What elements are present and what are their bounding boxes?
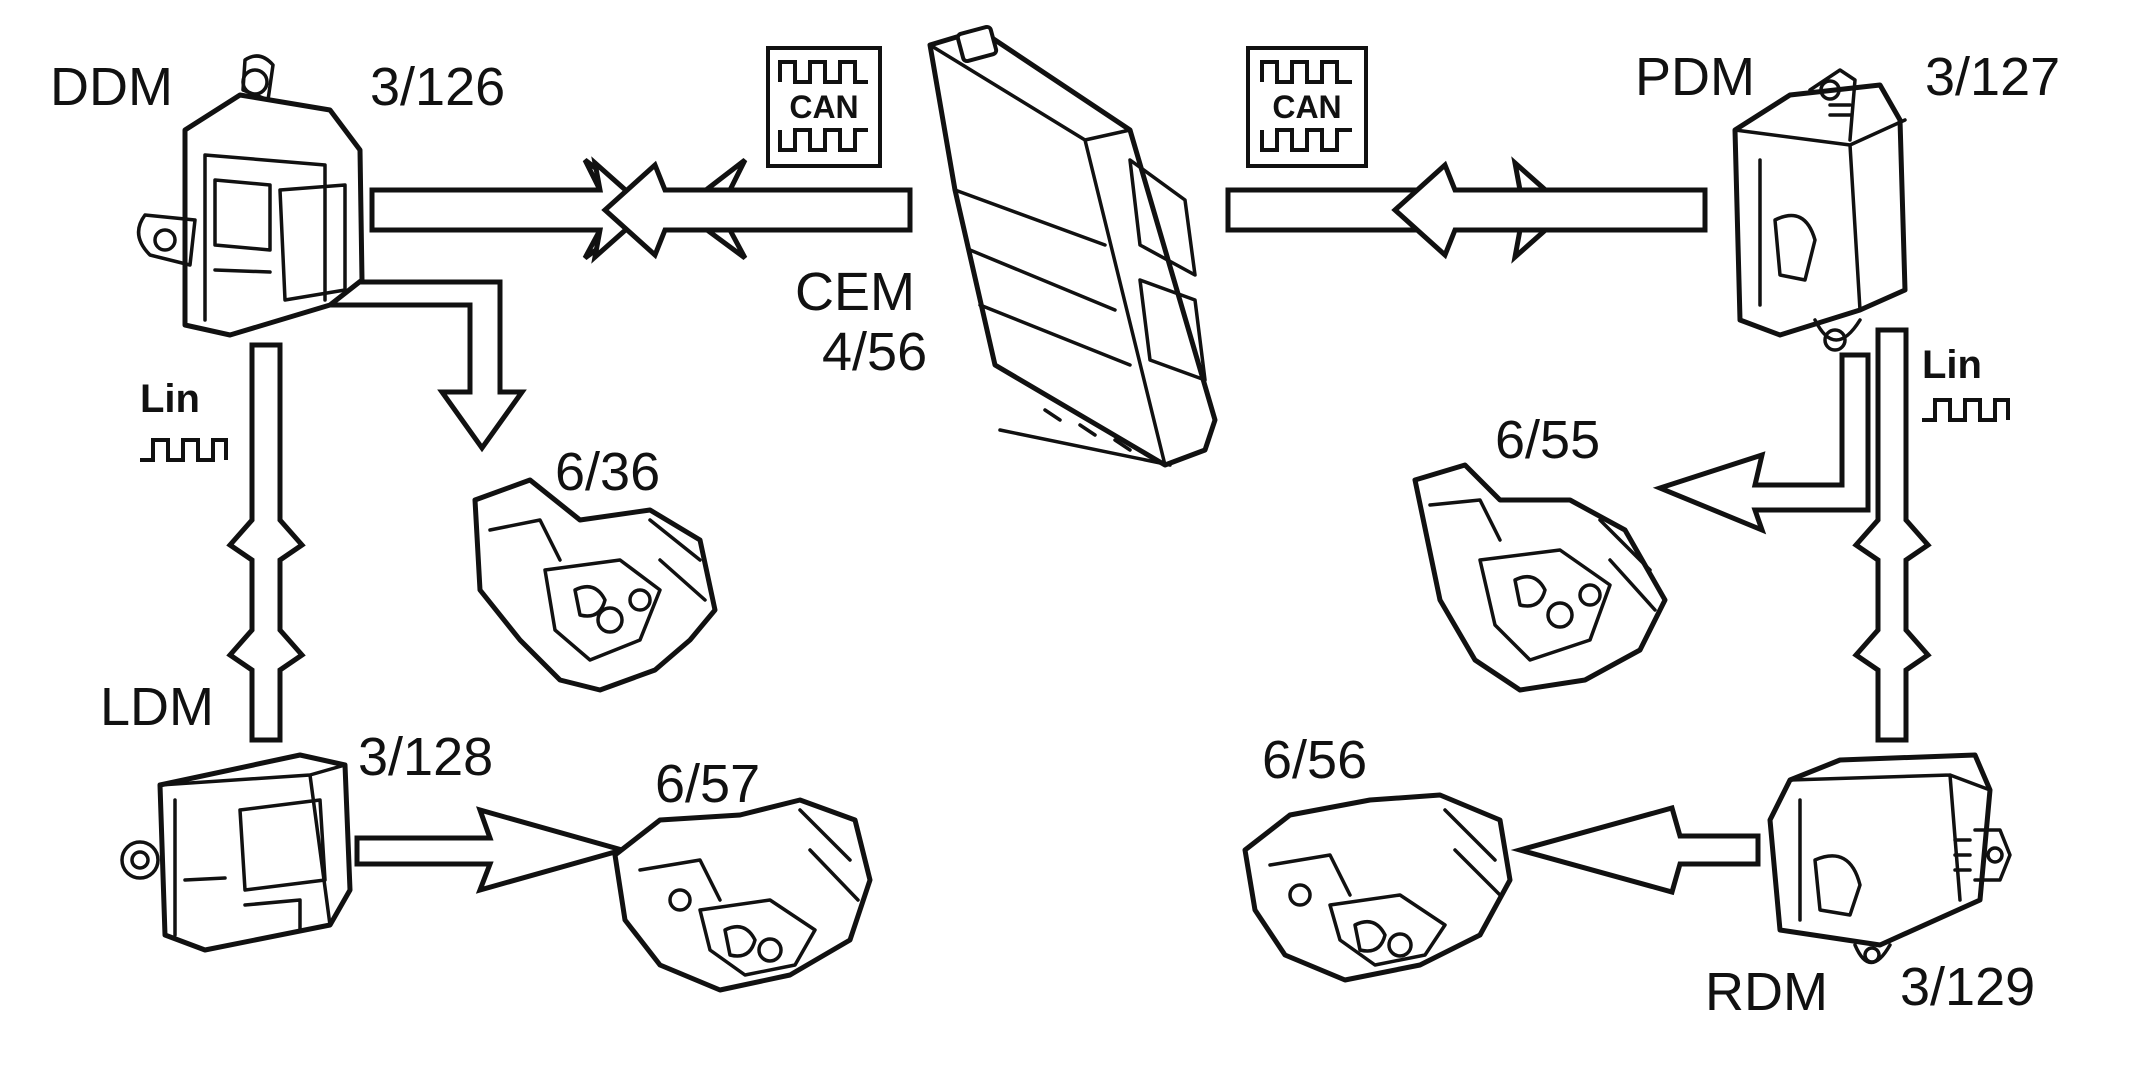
can-label-left: CAN <box>789 89 858 125</box>
cem-name-label: CEM <box>795 262 915 322</box>
lin-label-left: Lin <box>140 377 200 421</box>
lock-6-55 <box>1412 462 1668 693</box>
ddm-module <box>136 54 365 338</box>
can-arrow-ddm-cem-head-left <box>601 160 913 260</box>
rdm-code-label: 3/129 <box>1900 957 2035 1017</box>
can-bus-icon-right: CAN <box>1246 46 1368 168</box>
lock-6-57-label: 6/57 <box>655 754 760 814</box>
lock-6-56 <box>1242 792 1513 983</box>
ddm-name-label: DDM <box>50 57 173 117</box>
lin-bus-icon-left: Lin <box>140 377 228 462</box>
can-bus-icon-left: CAN <box>766 46 882 168</box>
pdm-code-label: 3/127 <box>1925 47 2060 107</box>
ldm-code-label: 3/128 <box>358 727 493 787</box>
lin-bus-icon-right: Lin <box>1922 343 2010 422</box>
arrow-ldm-to-6-57 <box>354 806 632 894</box>
arrow-ddm-to-6-36 <box>327 279 527 453</box>
rdm-module <box>1767 752 2012 965</box>
ldm-module <box>120 752 353 953</box>
arrow-rdm-to-6-56 <box>1510 804 1761 896</box>
lock-6-57 <box>612 797 873 993</box>
can-label-right: CAN <box>1272 89 1341 125</box>
cem-module <box>927 24 1218 468</box>
pdm-module <box>1732 68 1908 352</box>
lock-6-36-label: 6/36 <box>555 442 660 502</box>
rdm-name-label: RDM <box>1705 962 1828 1022</box>
lock-6-56-label: 6/56 <box>1262 730 1367 790</box>
arrow-pdm-to-6-55 <box>1652 352 1871 535</box>
ddm-code-label: 3/126 <box>370 57 505 117</box>
lock-6-36 <box>472 477 718 693</box>
ldm-name-label: LDM <box>100 677 214 737</box>
lin-label-right: Lin <box>1922 343 1982 387</box>
lock-6-55-label: 6/55 <box>1495 410 1600 470</box>
lin-arrow-pdm-rdm <box>1852 327 1932 743</box>
can-arrow-cem-pdm-left <box>1391 160 1708 260</box>
can-arrow-ddm-cem-body <box>369 156 652 264</box>
lin-arrow-ddm-ldm <box>226 342 306 743</box>
pdm-name-label: PDM <box>1635 47 1755 107</box>
cem-code-label: 4/56 <box>822 322 927 382</box>
